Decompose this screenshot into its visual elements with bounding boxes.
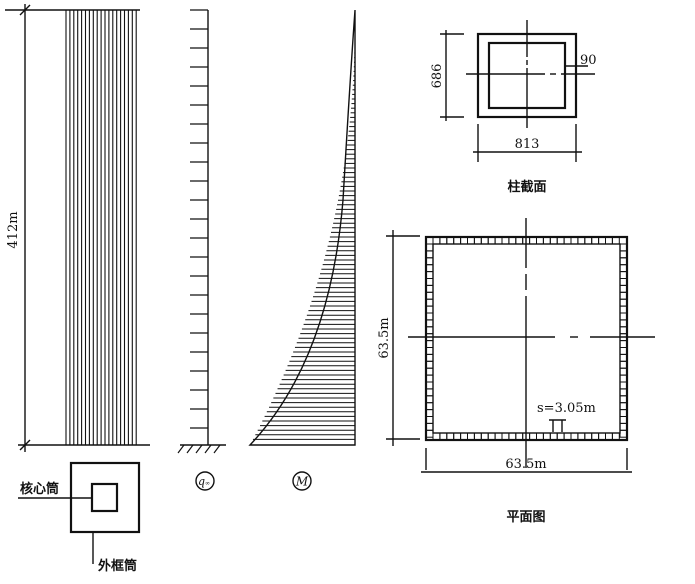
hatch-line — [186, 444, 194, 454]
load-arrows — [190, 9, 208, 429]
floor-plan-caption: 平面图 — [506, 510, 545, 525]
plan-width-dim: 63.5m — [505, 457, 546, 472]
column-spacing-label: s=3.05m — [537, 401, 596, 416]
perimeter-column — [611, 432, 620, 441]
plan-height-dim: 63.5m — [377, 317, 392, 358]
load-symbol-circle — [195, 471, 215, 491]
perimeter-column — [619, 429, 628, 438]
ground-support-icon — [177, 444, 221, 454]
core-tube-label: 核心筒 — [20, 481, 59, 497]
frame-tube-label: 外框筒 — [97, 558, 137, 574]
height-dimension-label: 412m — [6, 211, 21, 248]
hatch-line — [213, 444, 221, 454]
facade-columns — [65, 10, 137, 445]
moment-hatching — [252, 29, 355, 440]
column-section: 686 90 813 柱截面 — [430, 20, 597, 195]
moment-diagram: M — [248, 9, 356, 491]
tube-legend: 核心筒 外框筒 — [18, 461, 141, 574]
hatch-line — [195, 444, 203, 454]
column-wall-thickness-dim: 90 — [580, 53, 597, 68]
moment-symbol: M — [295, 475, 309, 489]
floor-plan: 63.5m 63.5m s=3.05m 平面图 — [377, 218, 655, 525]
moment-symbol-circle — [292, 471, 312, 491]
column-width-dim: 813 — [515, 137, 540, 152]
building-elevation: 412m — [5, 4, 150, 452]
load-diagram: q∞ — [177, 9, 226, 491]
perimeter-column — [611, 236, 620, 245]
hatch-line — [204, 444, 212, 454]
column-section-caption: 柱截面 — [507, 179, 546, 195]
perimeter-column — [425, 429, 434, 438]
hatch-line — [177, 444, 185, 454]
column-height-dim: 686 — [430, 64, 445, 89]
perimeter-columns — [425, 236, 628, 441]
load-symbol: q∞ — [198, 475, 210, 488]
